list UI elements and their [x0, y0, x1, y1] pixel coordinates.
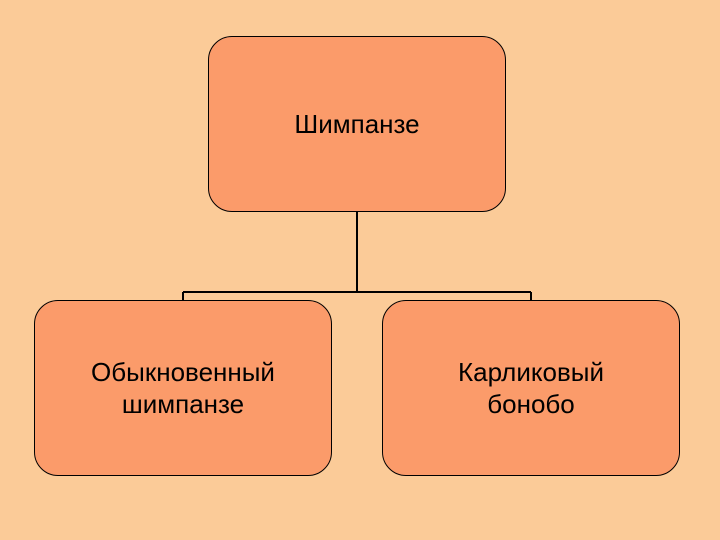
node-common-chimpanzee: Обыкновенный шимпанзе	[34, 300, 332, 476]
node-bonobo: Карликовый бонобо	[382, 300, 680, 476]
node-chimpanzee-label: Шимпанзе	[294, 108, 420, 139]
node-chimpanzee: Шимпанзе	[208, 36, 506, 212]
node-common-chimpanzee-label: Обыкновенный шимпанзе	[91, 356, 275, 420]
node-bonobo-label: Карликовый бонобо	[457, 356, 605, 420]
